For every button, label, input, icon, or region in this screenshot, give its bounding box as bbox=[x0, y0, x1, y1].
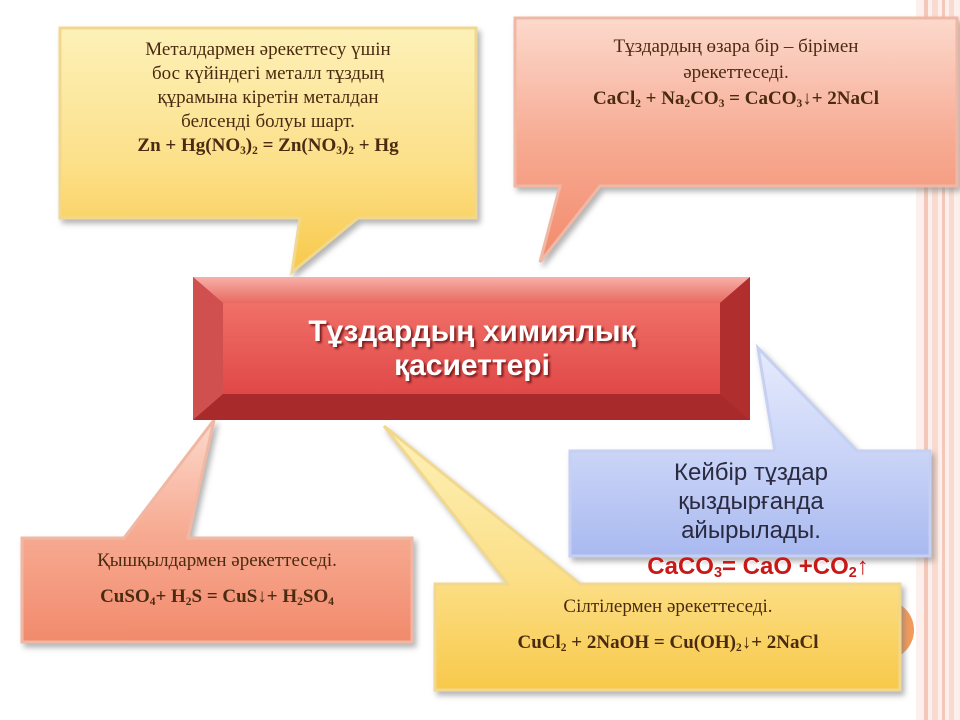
alkalis-callout-shape bbox=[382, 424, 902, 692]
acids-callout-shape bbox=[20, 419, 414, 644]
heating-line-1: Кейбір тұздар bbox=[674, 459, 828, 486]
metals-callout-shape bbox=[58, 26, 478, 276]
main-title: Тұздардың химиялық қасиеттері bbox=[226, 306, 718, 391]
title-line-2: қасиеттері bbox=[394, 348, 550, 382]
acids-equation: CuSO4+ H2S = CuS↓+ H2SO4 bbox=[100, 586, 334, 608]
heating-equation-wrap: CaCO3= CaO +CO2↑ bbox=[588, 552, 928, 582]
title-line-1: Тұздардың химиялық bbox=[308, 314, 636, 348]
metals-line-1: Металдармен әрекеттесу үшін bbox=[145, 39, 391, 60]
title-bevel-box bbox=[193, 277, 750, 420]
heating-equation: CaCO3= CaO +CO2↑ bbox=[647, 553, 869, 581]
salts-line-2: әрекеттеседі. bbox=[683, 62, 789, 83]
heating-line-2: қыздырғанда bbox=[678, 488, 824, 515]
salts-equation: CaCl2 + Na2CO3 = CaCO3↓+ 2NaCl bbox=[592, 88, 880, 110]
salts-callout: Тұздардың өзара бір – бірімен әрекеттесе… bbox=[520, 34, 952, 112]
metals-line-2: бос күйіндегі металл тұздың bbox=[152, 63, 384, 84]
metals-callout: Металдармен әрекеттесу үшін бос күйіндег… bbox=[66, 38, 470, 158]
metals-equation: Zn + Hg(NO3)2 = Zn(NO3)2 + Hg bbox=[137, 135, 399, 157]
alkalis-line-1: Сілтілермен әрекеттеседі. bbox=[563, 596, 773, 617]
acids-callout: Қышқылдармен әрекеттеседі. CuSO4+ H2S = … bbox=[26, 548, 408, 610]
salts-callout-shape bbox=[513, 16, 959, 263]
heating-line-3: айырылады. bbox=[681, 517, 821, 544]
metals-line-3: құрамына кіретін металдан bbox=[157, 87, 379, 108]
salts-line-1: Тұздардың өзара бір – бірімен bbox=[613, 36, 859, 57]
heating-callout-shape bbox=[568, 343, 932, 558]
alkalis-callout: Сілтілермен әрекеттеседі. CuCl2 + 2NaOH … bbox=[440, 594, 896, 656]
alkalis-equation: CuCl2 + 2NaOH = Cu(OH)2↓+ 2NaCl bbox=[517, 632, 819, 654]
acids-line-1: Қышқылдармен әрекеттеседі. bbox=[97, 550, 337, 571]
metals-line-4: белсенді болуы шарт. bbox=[181, 111, 355, 132]
heating-callout: Кейбір тұздар қыздырғанда айырылады. bbox=[578, 458, 924, 545]
